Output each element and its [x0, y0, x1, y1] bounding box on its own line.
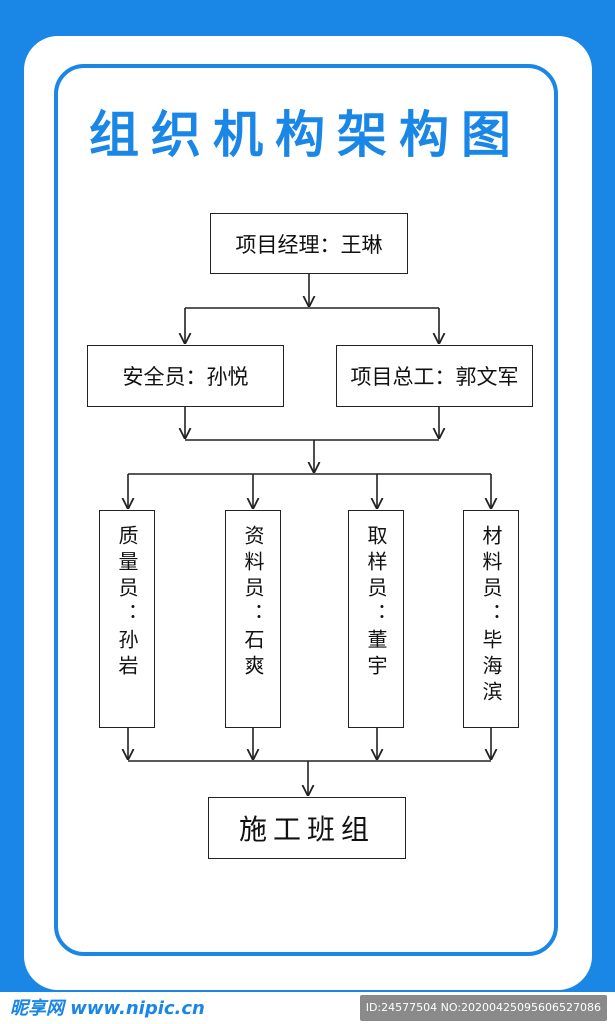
node-quality-inspector: 质量员：孙岩	[99, 510, 155, 728]
watermark-id: ID:24577504 NO:20200425095606527086	[359, 995, 607, 1021]
node-documents-clerk: 资料员：石爽	[225, 510, 281, 728]
node-label: 质量员：孙岩	[115, 525, 139, 681]
node-label: 项目总工：郭文军	[350, 365, 519, 389]
watermark-brand: 昵享网 www.nipic.cn	[10, 998, 205, 1019]
node-label: 取样员：董宇	[364, 525, 388, 681]
node-label: 安全员：孙悦	[122, 365, 249, 389]
node-materials-officer: 材料员：毕海滨	[463, 510, 519, 728]
node-label: 项目经理：王琳	[235, 232, 383, 257]
chart-title: 组织机构架构图	[89, 106, 523, 164]
node-construction-team: 施工班组	[208, 797, 406, 859]
node-label: 资料员：石爽	[241, 525, 265, 681]
node-chief-engineer: 项目总工：郭文军	[336, 345, 533, 407]
node-safety-officer: 安全员：孙悦	[87, 345, 284, 407]
inner-frame	[54, 64, 558, 956]
node-label: 材料员：毕海滨	[479, 525, 503, 707]
node-label: 施工班组	[238, 813, 375, 846]
node-sampler: 取样员：董宇	[348, 510, 404, 728]
node-project-manager: 项目经理：王琳	[210, 213, 408, 274]
